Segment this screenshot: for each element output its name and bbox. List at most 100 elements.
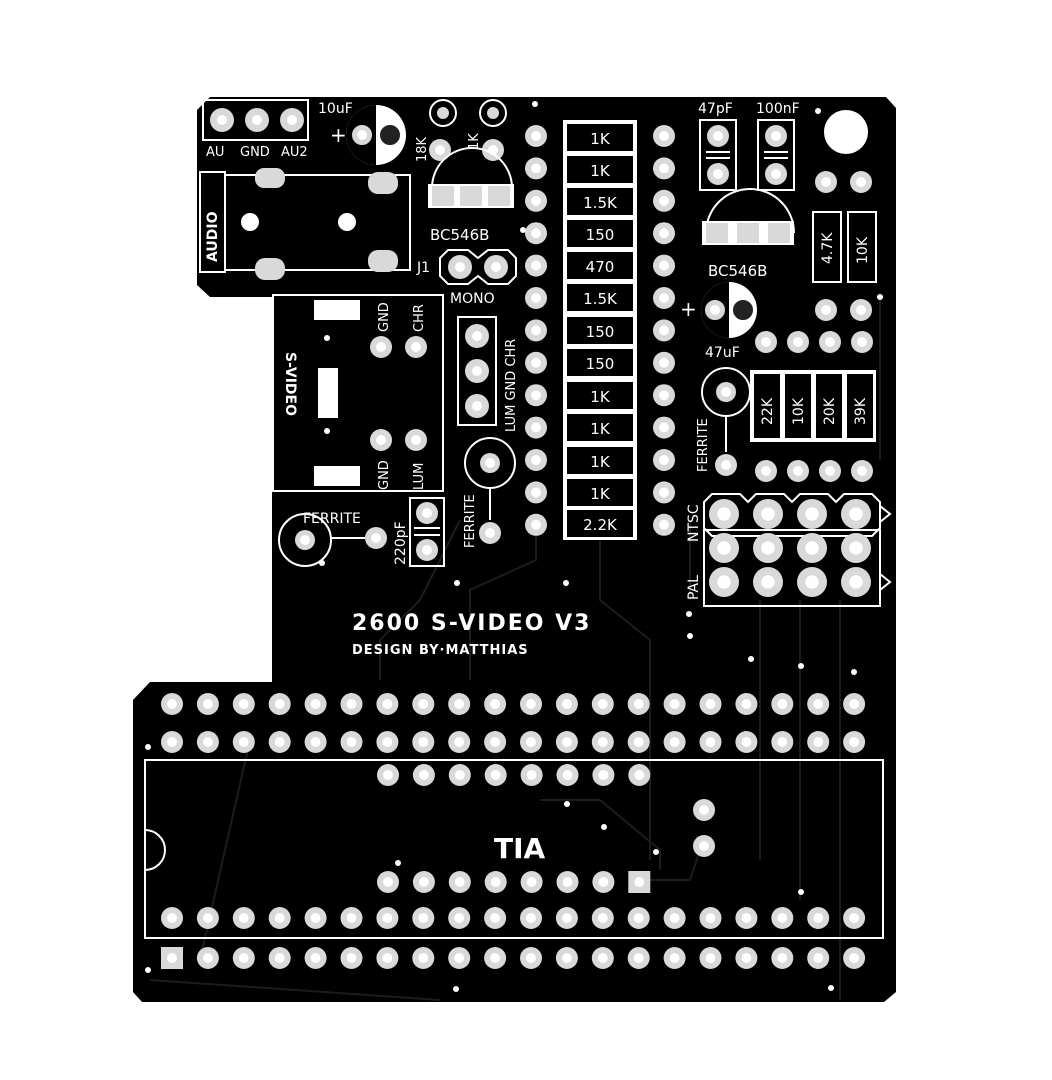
header-pin [555,907,578,929]
tia-pin [592,764,615,786]
resistor-4k7 [812,211,842,283]
header-pin [484,947,507,969]
header-pin [412,947,435,969]
header-pin [663,731,686,753]
header-pin [843,693,866,715]
tia-pin [412,871,435,893]
resistor-pin [653,449,675,471]
tia-pin [520,871,543,893]
header-pin [412,907,435,929]
label-220pf: 220pF [393,521,409,565]
right-mid-pins [755,299,873,482]
audio-header-outline [202,99,309,141]
header-pin [484,731,507,753]
label-22k: 22K [760,397,776,425]
header-pin [232,947,255,969]
resistor-12 [567,479,633,506]
jumper-pin [709,533,739,563]
header-pin [376,907,399,929]
header-pin [520,731,542,753]
resistor-3 [567,188,633,215]
header-pin [735,907,758,929]
label-10uf: 10uF [318,101,353,117]
audio-header-pins [210,108,304,132]
header-pin [735,693,758,715]
resistor-pin [525,189,547,212]
label-svideo: S-VIDEO [282,352,298,416]
resistor-10 [567,414,633,441]
label-chr-a: CHR [412,304,427,332]
header-pin [304,947,327,969]
svideo-pins [370,336,427,451]
resistor-pin [653,189,675,212]
label-1k-top: 1K [467,133,482,150]
capacitor-47pf [699,119,737,191]
header-pin [627,907,650,929]
header-pin [663,907,686,929]
resistor-pin [653,481,675,504]
tia-pin [484,871,507,893]
resistor-pin [653,222,675,245]
resistor-6 [567,284,633,311]
header-pin [161,947,183,969]
label-j1: J1 [416,260,430,276]
resistor-pin [653,416,675,439]
label-audio: AUDIO [205,211,221,262]
tia-pin [448,871,471,893]
header-pin [520,693,542,715]
header-pin [843,907,866,929]
header-pin [735,947,758,969]
tia-pin [628,871,651,893]
label-lum-b: LUM [412,463,427,490]
header-pin [735,731,758,753]
resistor-pin [653,319,675,342]
label-plus-2: + [680,297,697,321]
header-pin [161,693,183,715]
tia-pin [556,871,579,893]
label-100nf: 100nF [756,101,800,117]
vias [145,101,883,992]
tia-pin [484,764,507,786]
svideo-pad-1 [314,300,360,320]
header-pin [591,907,614,929]
header-pin [268,947,291,969]
jumper-pin [797,533,827,563]
ferrite-a [464,437,516,544]
header-pin [484,693,507,715]
resistor-label-9: 1K [590,388,611,406]
header-pin [340,693,363,715]
resistor-pin [525,125,547,147]
resistor-label-11: 1K [590,453,611,471]
ntsc-pal-pins [709,499,871,597]
resistor-pin [525,254,547,277]
header-pin [304,907,327,929]
header-pin [161,907,183,929]
label-ferrite-a: FERRITE [463,494,478,548]
ferrite-b [278,513,387,567]
label-20k: 20K [822,397,838,425]
header-pin [591,947,614,969]
resistor-13 [567,510,633,537]
resistor-7 [567,317,633,344]
label-4k7: 4.7K [820,232,836,264]
tia-pin [412,764,435,786]
header-pin [699,693,722,715]
resistor-pin [525,287,547,309]
header-pin [448,907,471,929]
header-pin [555,947,578,969]
header-pin [807,693,830,715]
label-gnd-a: GND [377,302,392,332]
resistor-8 [567,349,633,376]
jumper-pin [753,567,783,597]
resistor-label-8: 150 [586,355,615,373]
lum-gnd-chr-pins [465,324,489,418]
label-ferrite-c: FERRITE [696,418,711,472]
resistor-pin [653,254,675,277]
header-pin [699,907,722,929]
resistor-pin [653,351,675,374]
header-pin [591,731,614,753]
header-pin [663,693,686,715]
label-47pf: 47pF [698,101,733,117]
header-pin [412,731,435,753]
